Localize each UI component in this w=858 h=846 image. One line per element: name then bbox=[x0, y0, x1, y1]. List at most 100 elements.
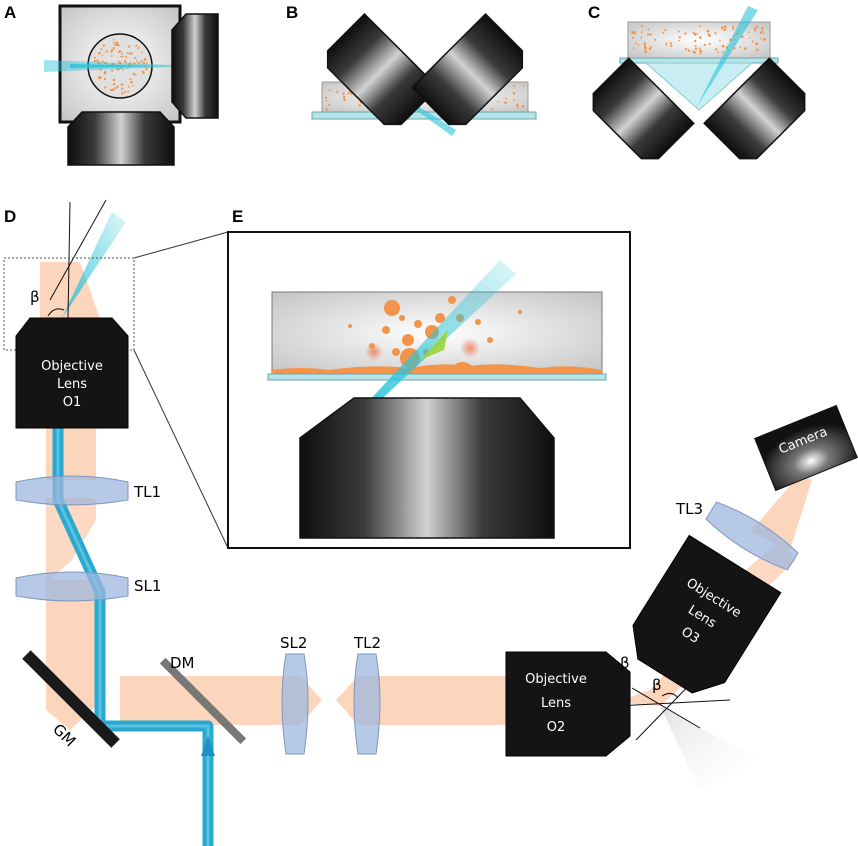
droplet bbox=[111, 69, 114, 72]
droplet bbox=[116, 85, 119, 89]
droplet bbox=[124, 61, 127, 64]
droplet bbox=[696, 33, 699, 35]
droplet bbox=[763, 38, 766, 41]
droplet bbox=[129, 78, 132, 81]
image-volume bbox=[660, 706, 760, 790]
droplet bbox=[513, 99, 515, 102]
objective-o1-label-1: Objective bbox=[41, 359, 103, 374]
lens-element-icon bbox=[705, 501, 799, 571]
droplet bbox=[703, 43, 706, 47]
droplet bbox=[759, 31, 763, 34]
droplet bbox=[137, 47, 140, 49]
light-sheet-focus bbox=[420, 330, 448, 360]
droplet bbox=[103, 77, 107, 81]
droplet bbox=[93, 56, 96, 59]
droplet bbox=[698, 47, 701, 50]
droplet bbox=[664, 29, 667, 32]
panel-label-b: B bbox=[286, 3, 298, 22]
droplet bbox=[721, 51, 724, 53]
beta-angle-o3: β bbox=[652, 676, 662, 694]
droplet bbox=[677, 30, 680, 33]
droplet bbox=[130, 80, 133, 84]
droplet bbox=[343, 97, 346, 99]
droplet bbox=[101, 54, 104, 56]
droplet bbox=[112, 78, 116, 82]
droplet bbox=[105, 50, 109, 53]
droplet bbox=[640, 36, 643, 39]
droplet bbox=[111, 62, 115, 66]
droplet bbox=[328, 103, 331, 106]
panel-label-e: E bbox=[232, 207, 243, 226]
droplet bbox=[109, 88, 113, 92]
droplet bbox=[717, 51, 720, 54]
droplet bbox=[759, 37, 762, 40]
objective-lens-o3 bbox=[632, 534, 782, 694]
droplet bbox=[127, 45, 131, 48]
droplet bbox=[132, 72, 135, 75]
droplet bbox=[100, 48, 103, 51]
droplet bbox=[382, 326, 390, 334]
arrow-icon bbox=[201, 736, 215, 756]
light-sheet-core bbox=[70, 64, 170, 68]
droplet bbox=[128, 85, 130, 88]
panel-label-c: C bbox=[588, 3, 600, 22]
droplet bbox=[135, 74, 137, 76]
mirror-icon bbox=[22, 650, 120, 748]
droplet bbox=[98, 76, 101, 80]
droplet bbox=[516, 106, 519, 109]
droplet bbox=[112, 83, 116, 86]
droplet bbox=[127, 90, 130, 93]
droplet bbox=[132, 84, 134, 87]
droplet bbox=[631, 36, 635, 39]
sl2-label: SL2 bbox=[280, 634, 307, 652]
droplet bbox=[665, 44, 668, 47]
droplet bbox=[98, 51, 101, 55]
droplet bbox=[678, 36, 681, 39]
droplet bbox=[140, 60, 143, 63]
droplet bbox=[649, 33, 652, 36]
droplet bbox=[97, 61, 101, 65]
droplet bbox=[414, 320, 422, 328]
droplet bbox=[643, 46, 647, 50]
droplet bbox=[640, 31, 643, 34]
droplet bbox=[763, 32, 765, 35]
droplet bbox=[647, 33, 650, 36]
droplet bbox=[707, 33, 710, 36]
droplet bbox=[112, 38, 115, 41]
droplet bbox=[475, 319, 481, 325]
panel-d: D β Objective Le bbox=[3, 199, 858, 846]
coverslip bbox=[267, 373, 607, 381]
droplet bbox=[343, 99, 346, 102]
droplet bbox=[145, 67, 148, 71]
droplet bbox=[505, 97, 508, 100]
coverslip bbox=[619, 57, 779, 64]
droplet bbox=[694, 47, 698, 51]
droplet bbox=[119, 55, 122, 58]
droplet bbox=[491, 107, 494, 110]
droplet bbox=[142, 71, 145, 74]
droplet bbox=[708, 34, 711, 37]
camera-icon bbox=[754, 404, 858, 492]
droplet bbox=[522, 85, 525, 88]
droplet bbox=[348, 324, 352, 328]
droplet bbox=[761, 30, 764, 32]
droplet bbox=[732, 27, 735, 30]
objective-lens-icon bbox=[703, 57, 806, 160]
droplets-a bbox=[93, 38, 149, 95]
droplet bbox=[135, 44, 138, 47]
light-sheet-icon bbox=[62, 212, 126, 318]
droplet bbox=[103, 71, 107, 75]
sheet-axis-line bbox=[49, 199, 107, 301]
droplet bbox=[662, 31, 665, 34]
droplet bbox=[125, 55, 128, 58]
droplet bbox=[633, 32, 636, 35]
droplet bbox=[93, 59, 96, 63]
droplet bbox=[678, 39, 680, 42]
objective-lens-o2 bbox=[505, 651, 631, 757]
surface-condensate bbox=[272, 364, 602, 374]
droplet bbox=[121, 87, 124, 90]
droplet bbox=[123, 91, 126, 93]
droplet bbox=[756, 48, 759, 52]
droplet bbox=[122, 68, 125, 71]
droplet bbox=[699, 36, 702, 39]
